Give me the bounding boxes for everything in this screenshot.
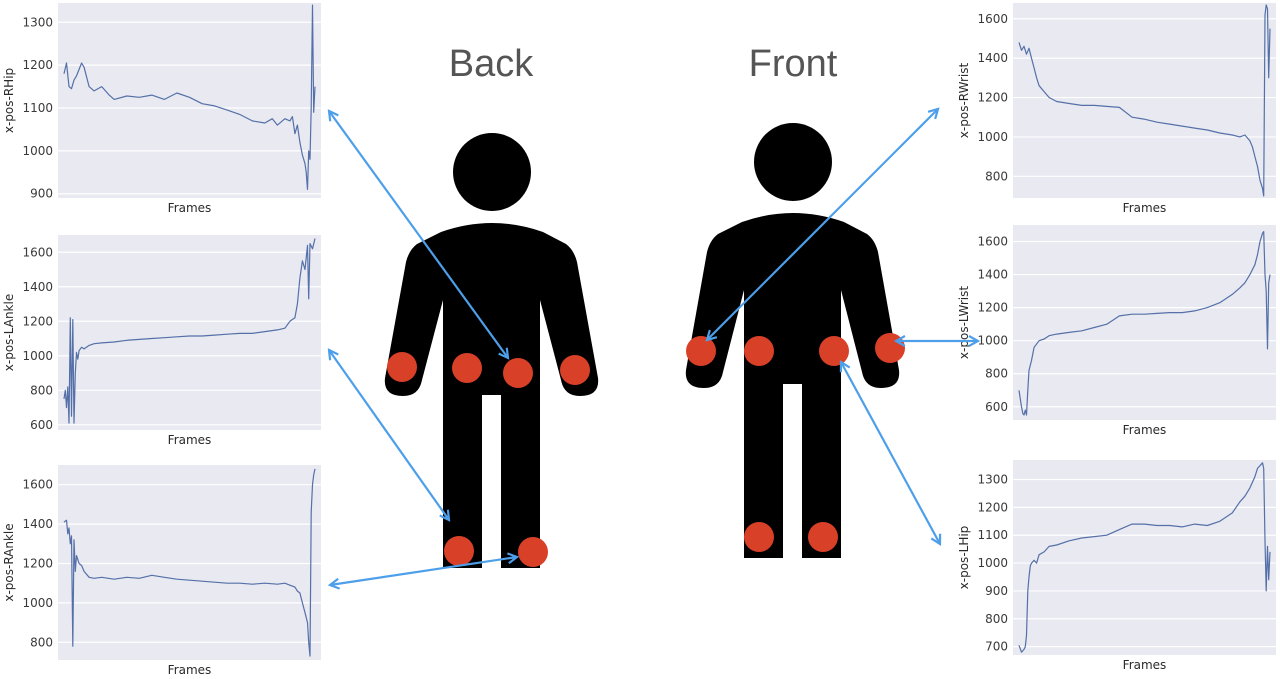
plot-area [58,235,321,430]
y-tick-label: 1000 [977,334,1008,348]
y-tick-label: 800 [985,169,1008,183]
series-line-lankle [63,238,316,424]
series-line-rhip [63,4,316,190]
arrow-rwrist [707,109,938,340]
joint-front-left-wrist [875,333,905,363]
y-tick-label: 1000 [22,349,53,363]
joint-back-right-hip [503,358,533,388]
y-tick-label: 1200 [977,91,1008,105]
y-tick-label: 1200 [22,58,53,72]
back-view-title: Back [449,43,534,85]
y-tick-label: 900 [30,187,53,201]
y-axis-label: x-pos-LHip [957,526,971,590]
joint-front-right-wrist [686,336,716,366]
y-tick-label: 1000 [22,144,53,158]
y-tick-label: 1300 [22,15,53,29]
y-tick-label: 1300 [977,473,1008,487]
x-axis-label: Frames [168,663,212,677]
y-axis-label: x-pos-RAnkle [2,523,16,601]
x-axis-label: Frames [1123,658,1167,672]
series-line-rankle [63,468,316,657]
y-tick-label: 800 [30,383,53,397]
plot-area [1013,225,1276,420]
arrow-lhip [841,362,940,544]
y-tick-label: 700 [985,640,1008,654]
y-tick-label: 1600 [977,235,1008,249]
y-tick-label: 1100 [22,101,53,115]
arrow-rhip [329,111,508,358]
series-line-lwrist [1018,231,1271,416]
front-view-title: Front [749,43,838,85]
y-axis-label: x-pos-RWrist [957,63,971,139]
arrow-lankle [329,350,449,520]
joint-back-right-wrist [560,355,590,385]
connector-arrows [329,109,978,585]
joint-back-right-ankle [518,537,548,567]
joint-back-left-wrist [387,352,417,382]
y-tick-label: 1400 [22,517,53,531]
plot-area [58,3,321,198]
back-figure [384,133,599,568]
y-tick-label: 800 [985,612,1008,626]
joint-front-left-ankle [808,522,838,552]
front-body [685,213,900,558]
back-body [384,223,599,568]
arrow-rankle [330,557,517,585]
y-tick-label: 1600 [22,478,53,492]
x-axis-label: Frames [168,201,212,215]
series-line-lhip [1018,462,1271,653]
x-axis-label: Frames [168,433,212,447]
plot-area [1013,3,1276,198]
front-figure [685,123,900,558]
y-tick-label: 1400 [977,268,1008,282]
y-tick-label: 1200 [22,314,53,328]
joint-back-left-ankle [444,536,474,566]
joint-front-right-hip [744,336,774,366]
y-tick-label: 1100 [977,528,1008,542]
y-tick-label: 900 [985,584,1008,598]
joint-front-left-hip [819,336,849,366]
y-tick-label: 1200 [977,500,1008,514]
y-tick-label: 1200 [22,556,53,570]
y-tick-label: 1600 [22,245,53,259]
front-head [754,123,832,201]
y-tick-label: 1000 [22,596,53,610]
y-tick-label: 600 [985,400,1008,414]
y-tick-label: 1000 [977,556,1008,570]
plot-area [1013,460,1276,655]
joint-back-left-hip [452,353,482,383]
y-tick-label: 1200 [977,301,1008,315]
y-tick-label: 600 [30,418,53,432]
x-axis-label: Frames [1123,201,1167,215]
y-axis-label: x-pos-LWrist [957,286,971,359]
back-head [453,133,531,211]
y-tick-label: 1400 [977,51,1008,65]
series-line-rwrist [1018,4,1271,197]
y-tick-label: 1600 [977,12,1008,26]
y-axis-label: x-pos-LAnkle [2,294,16,371]
y-tick-label: 1400 [22,280,53,294]
x-axis-label: Frames [1123,423,1167,437]
y-tick-label: 800 [30,635,53,649]
y-tick-label: 800 [985,367,1008,381]
y-axis-label: x-pos-RHip [2,68,16,133]
y-tick-label: 1000 [977,130,1008,144]
joint-front-right-ankle [744,522,774,552]
plot-area [58,465,321,660]
